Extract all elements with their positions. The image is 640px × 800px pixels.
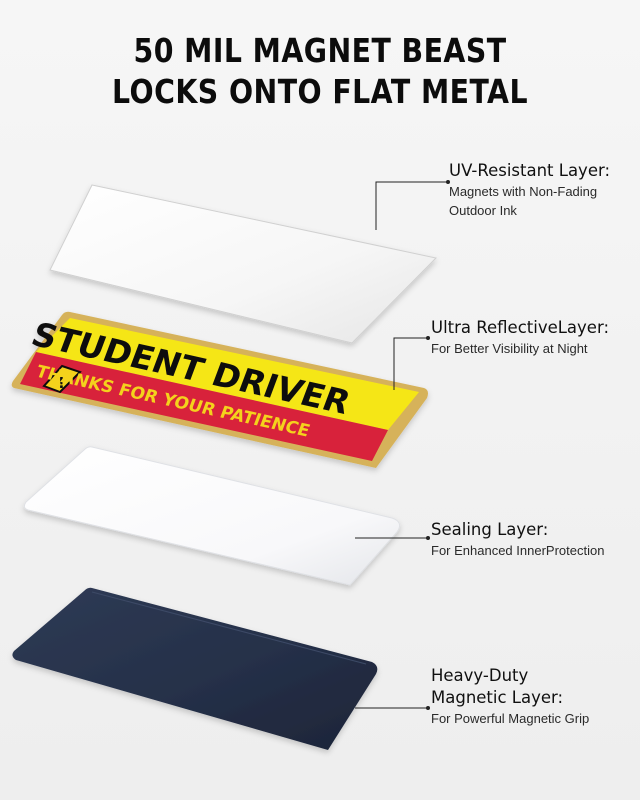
- uv-layer-desc-line-1: Magnets with Non-Fading: [449, 184, 598, 199]
- headline-line-2: LOCKS ONTO FLAT METAL: [112, 72, 528, 111]
- sealing-layer-sheet: [23, 446, 401, 586]
- reflective-layer-sticker: ! STUDENT DRIVER THANKS FOR YOUR PATIENC…: [11, 311, 428, 468]
- reflective-leader-line: [393, 337, 428, 390]
- magnetic-layer-desc: For Powerful Magnetic Grip: [431, 711, 590, 726]
- reflective-layer-desc: For Better Visibility at Night: [431, 341, 588, 356]
- warning-triangle-icon: !: [42, 364, 82, 394]
- callout-reflective-layer: Ultra ReflectiveLayer: For Better Visibi…: [431, 317, 609, 358]
- magnetic-layer-title-line-2: Magnetic Layer:: [431, 688, 564, 707]
- callout-uv-layer: UV-Resistant Layer: Magnets with Non-Fad…: [449, 160, 610, 220]
- sealing-layer-title: Sealing Layer:: [431, 520, 549, 539]
- callout-sealing-layer: Sealing Layer: For Enhanced InnerProtect…: [431, 519, 604, 560]
- headline-line-1: 50 MIL MAGNET BEAST: [133, 31, 507, 70]
- uv-layer-title: UV-Resistant Layer:: [449, 161, 611, 180]
- svg-text:!: !: [58, 374, 65, 392]
- reflective-layer-title: Ultra ReflectiveLayer:: [431, 318, 610, 337]
- uv-layer-sheet: [49, 184, 437, 344]
- magnetic-layer-sheet: [12, 587, 378, 750]
- uv-leader-line: [375, 181, 448, 230]
- uv-layer-desc-line-2: Outdoor Ink: [449, 203, 517, 218]
- magnetic-layer-title-line-1: Heavy-Duty: [431, 666, 529, 685]
- leader-lines: [355, 180, 450, 710]
- headline: 50 MIL MAGNET BEAST LOCKS ONTO FLAT META…: [45, 30, 595, 112]
- sealing-layer-desc: For Enhanced InnerProtection: [431, 543, 605, 558]
- callout-magnetic-layer: Heavy-Duty Magnetic Layer: For Powerful …: [431, 665, 589, 728]
